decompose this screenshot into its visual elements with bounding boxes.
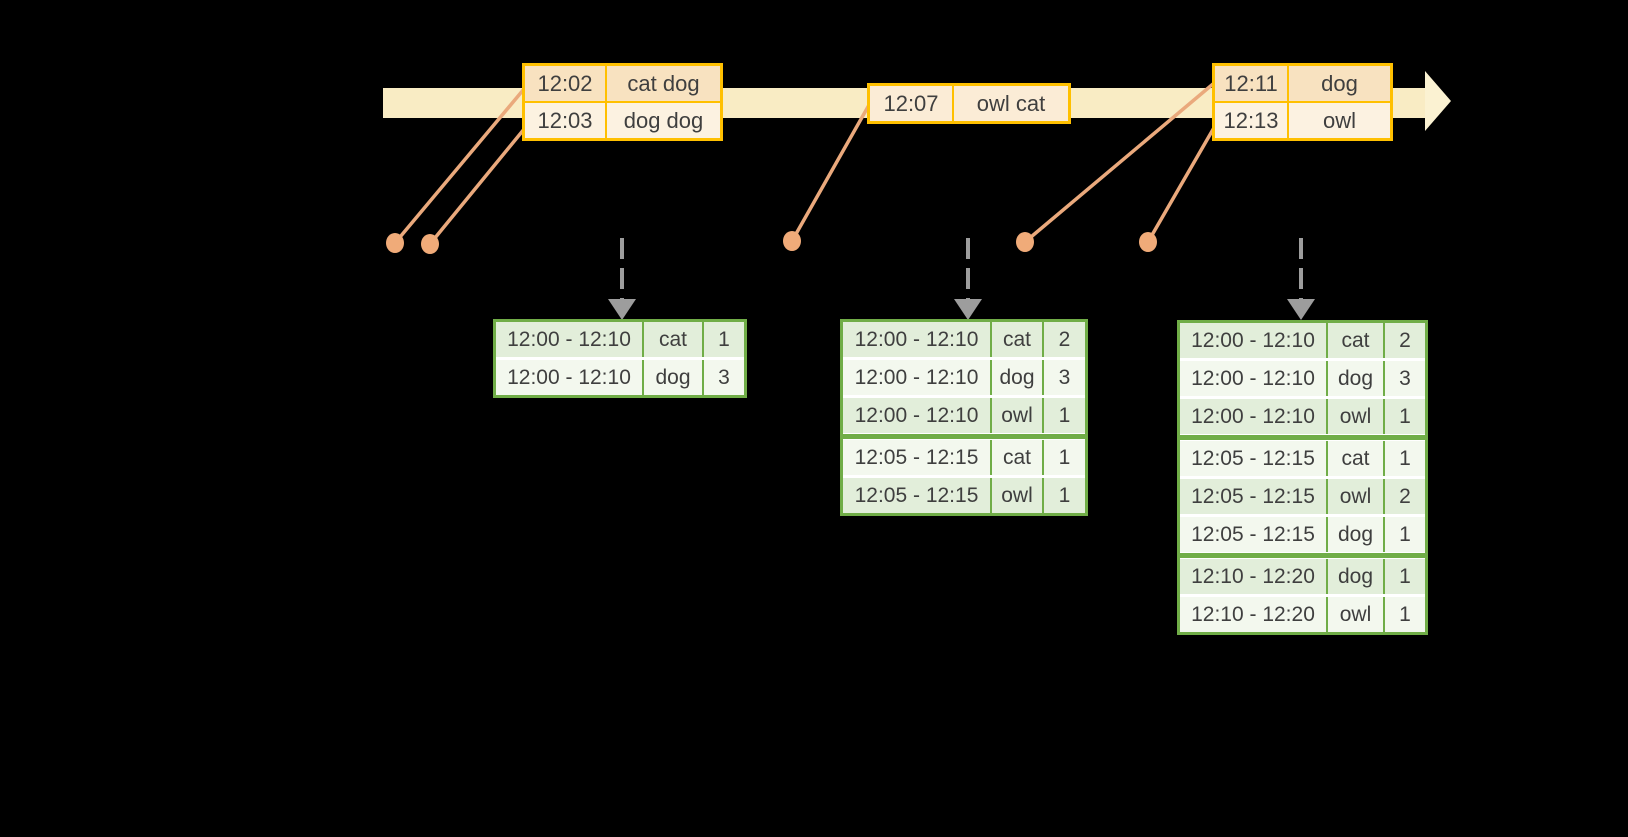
event-words-cell: owl bbox=[1289, 103, 1390, 138]
connector-line bbox=[1146, 124, 1217, 244]
event-time-cell: 12:02 bbox=[525, 66, 605, 101]
count-cell: 1 bbox=[1044, 440, 1085, 475]
window-group-separator bbox=[1180, 553, 1425, 558]
event-dot-icon bbox=[783, 231, 801, 251]
connector-line bbox=[790, 103, 871, 243]
word-cell: dog bbox=[1328, 517, 1383, 552]
event-row: 12:02 cat dog bbox=[525, 66, 720, 101]
connector-line bbox=[428, 126, 527, 246]
result-row: 12:10 - 12:20 owl 1 bbox=[1180, 597, 1425, 632]
down-arrow-icon bbox=[608, 238, 636, 320]
event-words-cell: dog bbox=[1289, 66, 1390, 101]
window-cell: 12:05 - 12:15 bbox=[1180, 479, 1326, 514]
count-cell: 1 bbox=[1044, 398, 1085, 433]
result-row: 12:00 - 12:10 dog 3 bbox=[843, 360, 1085, 395]
word-cell: owl bbox=[992, 398, 1042, 433]
word-cell: owl bbox=[992, 478, 1042, 513]
down-arrow-icon bbox=[1287, 238, 1315, 320]
event-dot-icon bbox=[386, 233, 404, 253]
down-arrows bbox=[608, 238, 1315, 320]
result-row: 12:00 - 12:10 dog 3 bbox=[496, 360, 744, 395]
result-row: 12:00 - 12:10 owl 1 bbox=[843, 398, 1085, 433]
window-cell: 12:05 - 12:15 bbox=[843, 478, 990, 513]
event-row: 12:07 owl cat bbox=[870, 86, 1068, 121]
count-cell: 3 bbox=[1385, 361, 1425, 396]
count-cell: 1 bbox=[1044, 478, 1085, 513]
event-time-cell: 12:13 bbox=[1215, 103, 1287, 138]
event-words-cell: owl cat bbox=[954, 86, 1068, 121]
window-cell: 12:00 - 12:10 bbox=[843, 360, 990, 395]
event-words-cell: dog dog bbox=[607, 103, 720, 138]
window-cell: 12:05 - 12:15 bbox=[1180, 441, 1326, 476]
window-cell: 12:00 - 12:10 bbox=[843, 322, 990, 357]
count-cell: 3 bbox=[1044, 360, 1085, 395]
event-row: 12:11 dog bbox=[1215, 66, 1390, 101]
result-row: 12:00 - 12:10 cat 2 bbox=[1180, 323, 1425, 358]
result-row: 12:05 - 12:15 owl 2 bbox=[1180, 479, 1425, 514]
word-cell: owl bbox=[1328, 597, 1383, 632]
event-dot-icon bbox=[421, 234, 439, 254]
window-group-separator bbox=[1180, 435, 1425, 440]
window-cell: 12:00 - 12:10 bbox=[843, 398, 990, 433]
result-table: 12:00 - 12:10 cat 2 12:00 - 12:10 dog 3 … bbox=[1177, 320, 1428, 635]
word-cell: cat bbox=[992, 440, 1042, 475]
window-cell: 12:10 - 12:20 bbox=[1180, 597, 1326, 632]
word-cell: cat bbox=[1328, 323, 1383, 358]
count-cell: 1 bbox=[1385, 399, 1425, 434]
window-cell: 12:05 - 12:15 bbox=[1180, 517, 1326, 552]
word-cell: cat bbox=[992, 322, 1042, 357]
result-table: 12:00 - 12:10 cat 2 12:00 - 12:10 dog 3 … bbox=[840, 319, 1088, 516]
event-row: 12:03 dog dog bbox=[525, 103, 720, 138]
event-time-cell: 12:03 bbox=[525, 103, 605, 138]
count-cell: 1 bbox=[1385, 441, 1425, 476]
event-table: 12:11 dog 12:13 owl bbox=[1212, 63, 1393, 141]
word-cell: dog bbox=[1328, 361, 1383, 396]
timeline-event-dots bbox=[386, 231, 1157, 254]
window-cell: 12:00 - 12:10 bbox=[1180, 323, 1326, 358]
event-words-cell: cat dog bbox=[607, 66, 720, 101]
word-cell: dog bbox=[644, 360, 702, 395]
window-cell: 12:00 - 12:10 bbox=[1180, 399, 1326, 434]
event-row: 12:13 owl bbox=[1215, 103, 1390, 138]
result-row: 12:05 - 12:15 dog 1 bbox=[1180, 517, 1425, 552]
result-row: 12:00 - 12:10 cat 1 bbox=[496, 322, 744, 357]
count-cell: 1 bbox=[1385, 517, 1425, 552]
window-cell: 12:05 - 12:15 bbox=[843, 440, 990, 475]
word-cell: owl bbox=[1328, 399, 1383, 434]
down-arrow-icon bbox=[954, 238, 982, 320]
window-group-separator bbox=[843, 434, 1085, 439]
event-table: 12:07 owl cat bbox=[867, 83, 1071, 124]
result-row: 12:00 - 12:10 owl 1 bbox=[1180, 399, 1425, 434]
result-row: 12:00 - 12:10 dog 3 bbox=[1180, 361, 1425, 396]
window-cell: 12:00 - 12:10 bbox=[496, 360, 642, 395]
event-dot-icon bbox=[1016, 232, 1034, 252]
word-cell: dog bbox=[1328, 559, 1383, 594]
word-cell: cat bbox=[644, 322, 702, 357]
window-cell: 12:10 - 12:20 bbox=[1180, 559, 1326, 594]
window-cell: 12:00 - 12:10 bbox=[496, 322, 642, 357]
count-cell: 1 bbox=[704, 322, 744, 357]
count-cell: 1 bbox=[1385, 597, 1425, 632]
event-time-cell: 12:07 bbox=[870, 86, 952, 121]
arrow-right-icon bbox=[1425, 71, 1451, 131]
word-cell: owl bbox=[1328, 479, 1383, 514]
event-time-cell: 12:11 bbox=[1215, 66, 1287, 101]
event-table: 12:02 cat dog 12:03 dog dog bbox=[522, 63, 723, 141]
result-row: 12:10 - 12:20 dog 1 bbox=[1180, 559, 1425, 594]
count-cell: 2 bbox=[1385, 323, 1425, 358]
window-cell: 12:00 - 12:10 bbox=[1180, 361, 1326, 396]
word-cell: dog bbox=[992, 360, 1042, 395]
result-row: 12:05 - 12:15 cat 1 bbox=[1180, 441, 1425, 476]
event-dot-icon bbox=[1139, 232, 1157, 252]
word-cell: cat bbox=[1328, 441, 1383, 476]
result-table: 12:00 - 12:10 cat 1 12:00 - 12:10 dog 3 bbox=[493, 319, 747, 398]
count-cell: 2 bbox=[1044, 322, 1085, 357]
result-row: 12:00 - 12:10 cat 2 bbox=[843, 322, 1085, 357]
result-row: 12:05 - 12:15 cat 1 bbox=[843, 440, 1085, 475]
result-row: 12:05 - 12:15 owl 1 bbox=[843, 478, 1085, 513]
count-cell: 2 bbox=[1385, 479, 1425, 514]
count-cell: 3 bbox=[704, 360, 744, 395]
count-cell: 1 bbox=[1385, 559, 1425, 594]
